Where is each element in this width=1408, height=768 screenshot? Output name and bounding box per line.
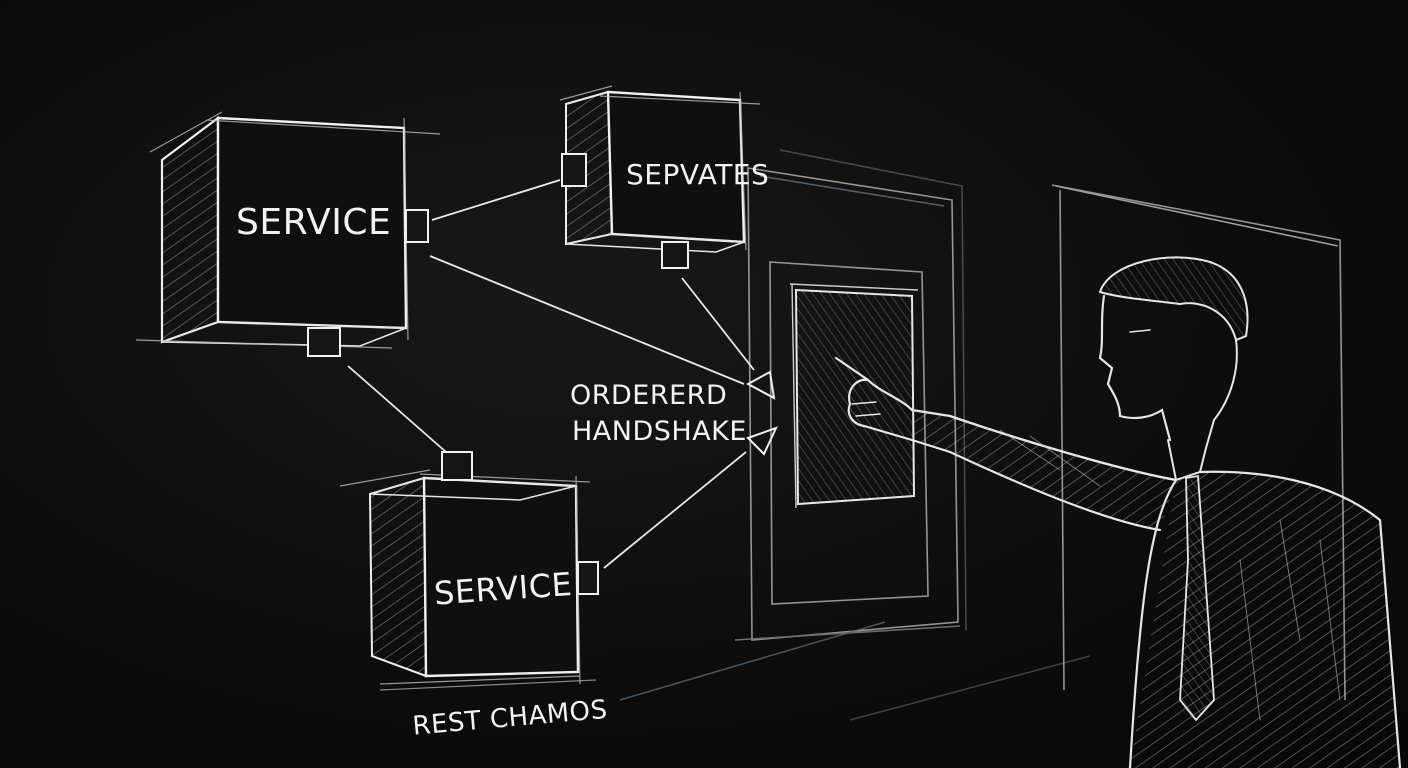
presenter-figure [834,256,1402,768]
connector-top-to-sepvates [431,179,561,221]
service-box-bottom: SERVICE [339,451,599,685]
handshake-label-line1: ORDERERD [570,380,727,411]
torso-shading [1130,471,1400,768]
display-screen [789,283,919,509]
port-bottom [307,327,341,357]
pointing-arm [910,408,1178,482]
service-top-label: SERVICE [236,202,391,243]
connector-bottom-to-handshake [603,451,747,569]
panel-frame-inner [769,261,929,605]
connector-top-to-bottom [347,365,447,453]
port-right [577,561,599,595]
background-frames [619,149,1346,721]
port-bottom [661,241,689,269]
connectors [347,179,755,569]
bottom-caption: REST CHAMOS [411,695,608,742]
service-box-right: SEPVATES [559,85,769,269]
arrow-lower-icon [746,426,778,456]
port-right [405,209,429,243]
handshake-arrows [745,370,778,456]
panel-frame-outer [747,167,959,641]
pointing-hand [834,356,914,442]
sepvates-label: SEPVATES [626,158,769,191]
connector-top-to-handshake [429,255,745,385]
port-top [441,451,473,481]
hair [1098,256,1249,342]
face-profile [1098,294,1172,442]
box-side-face [160,115,220,344]
port-left [561,153,587,187]
service-box-top: SERVICE [135,111,441,357]
handshake-label-line2: HANDSHAKE [572,416,747,447]
connector-sepvates-to-handshake [681,277,755,371]
arrow-upper-icon [745,370,776,400]
tie [1179,474,1215,722]
